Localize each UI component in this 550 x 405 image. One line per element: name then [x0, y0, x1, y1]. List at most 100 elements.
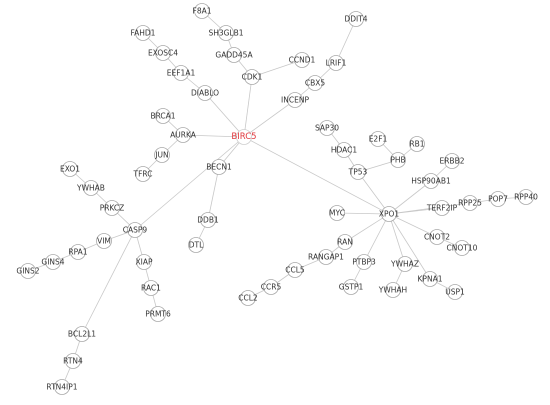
node-label: DDB1 [197, 216, 219, 225]
node-label: BECN1 [206, 163, 232, 172]
node-lrif1[interactable]: LRIF1 [326, 55, 347, 71]
node-circle [434, 200, 450, 216]
node-xpo1[interactable]: XPO1 [379, 206, 400, 222]
node-label: CBX5 [305, 79, 326, 88]
node-ptbp3[interactable]: PTBP3 [352, 254, 376, 270]
node-exo1[interactable]: EXO1 [60, 161, 80, 177]
node-hsp90ab1[interactable]: HSP90AB1 [411, 173, 451, 189]
node-rtn4ip1[interactable]: RTN4IP1 [46, 379, 78, 395]
node-gins2[interactable]: GINS2 [16, 263, 40, 279]
node-circle [70, 244, 86, 260]
node-label: F8A1 [193, 7, 212, 16]
node-cnot10[interactable]: CNOT10 [447, 240, 478, 256]
node-ccr5[interactable]: CCR5 [261, 279, 282, 295]
node-ddb1[interactable]: DDB1 [197, 212, 219, 228]
node-label: EXOSC4 [148, 49, 178, 58]
node-circle [329, 205, 345, 221]
node-gadd45a[interactable]: GADD45A [215, 47, 253, 63]
node-diablo[interactable]: DIABLO [191, 85, 219, 101]
node-label: KPNA1 [418, 275, 443, 284]
node-circle [336, 142, 352, 158]
node-label: DTL [189, 241, 204, 250]
node-cbx5[interactable]: CBX5 [305, 75, 326, 91]
node-rtn4[interactable]: RTN4 [63, 353, 83, 369]
node-circle [263, 279, 279, 295]
node-circle [319, 120, 335, 136]
node-label: RAN [337, 238, 353, 247]
node-phb[interactable]: PHB [390, 152, 406, 168]
node-fahd1[interactable]: FAHD1 [131, 25, 156, 41]
node-ywhah[interactable]: YWHAH [378, 282, 407, 298]
node-becn1[interactable]: BECN1 [206, 159, 232, 175]
node-dtl[interactable]: DTL [188, 237, 205, 253]
node-ccl5[interactable]: CCL5 [285, 262, 305, 278]
node-circle [83, 180, 99, 196]
node-circle [62, 161, 78, 177]
node-terf2ip[interactable]: TERF2IP [426, 200, 458, 216]
edge-hsp90ab1-xpo1 [388, 180, 432, 215]
node-ccnd1[interactable]: CCND1 [289, 52, 316, 68]
node-birc5[interactable]: BIRC5 [231, 129, 257, 145]
node-gstp1[interactable]: GSTP1 [339, 279, 364, 295]
node-usp1[interactable]: USP1 [445, 284, 465, 300]
node-ddit4[interactable]: DDIT4 [344, 11, 368, 27]
node-e2f1[interactable]: E2F1 [369, 131, 388, 147]
node-gins4[interactable]: GINS4 [41, 254, 65, 270]
node-vim[interactable]: VIM [96, 233, 112, 249]
node-eef1a1[interactable]: EEF1A1 [167, 65, 196, 81]
node-rac1[interactable]: RAC1 [141, 280, 161, 296]
node-ywhaz[interactable]: YWHAZ [390, 256, 419, 272]
node-label: VIM [97, 237, 111, 246]
node-exosc4[interactable]: EXOSC4 [148, 45, 178, 61]
node-circle [348, 11, 364, 27]
node-circle [155, 108, 171, 124]
node-hdac1[interactable]: HDAC1 [331, 142, 358, 158]
node-circle [244, 69, 260, 85]
node-label: BRCA1 [150, 112, 175, 121]
node-label: RPP25 [458, 199, 482, 208]
node-ywhab[interactable]: YWHAB [76, 180, 105, 196]
node-rpp40[interactable]: RPP40 [514, 189, 538, 205]
node-brca1[interactable]: BRCA1 [150, 108, 176, 124]
edge-xpo1-kpna1 [388, 213, 431, 280]
node-sap30[interactable]: SAP30 [315, 120, 339, 136]
node-incenp[interactable]: INCENP [281, 92, 309, 108]
node-jun[interactable]: JUN [154, 147, 170, 163]
node-rangap1[interactable]: RANGAP1 [308, 249, 344, 265]
node-tp53[interactable]: TP53 [348, 164, 368, 180]
node-circle [294, 52, 310, 68]
node-bcl2l1[interactable]: BCL2L1 [68, 326, 96, 342]
node-tfrc[interactable]: TFRC [133, 166, 153, 182]
node-cdk1[interactable]: CDK1 [242, 69, 263, 85]
node-prkcz[interactable]: PRKCZ [100, 200, 125, 216]
node-kpna1[interactable]: KPNA1 [418, 271, 443, 287]
node-rpa1[interactable]: RPA1 [68, 244, 88, 260]
node-rb1[interactable]: RB1 [409, 136, 425, 152]
node-f8a1[interactable]: F8A1 [193, 3, 212, 19]
edge-birc5-casp9 [134, 136, 245, 231]
node-prmt6[interactable]: PRMT6 [145, 306, 171, 322]
node-circle [350, 164, 366, 180]
node-pop7[interactable]: POP7 [488, 191, 508, 207]
node-aurka[interactable]: AURKA [170, 127, 197, 143]
node-casp9[interactable]: CASP9 [123, 222, 148, 238]
node-label: RB1 [409, 140, 424, 149]
node-rpp25[interactable]: RPP25 [458, 195, 482, 211]
node-cnot2[interactable]: CNOT2 [424, 229, 450, 245]
edge-casp9-bcl2l1 [81, 229, 136, 335]
node-circle [490, 191, 506, 207]
node-circle [74, 326, 90, 342]
node-ran[interactable]: RAN [337, 234, 353, 250]
node-circle [135, 166, 151, 182]
node-circle [127, 222, 143, 238]
node-sh3glb1[interactable]: SH3GLB1 [208, 25, 244, 41]
node-erbb2[interactable]: ERBB2 [439, 153, 465, 169]
edge-ddit4-lrif1 [335, 18, 357, 64]
node-xiap[interactable]: XIAP [135, 254, 153, 270]
node-ccl2[interactable]: CCL2 [238, 290, 258, 306]
node-myc[interactable]: MYC [329, 205, 345, 221]
node-label: ERBB2 [439, 157, 464, 166]
node-circle [136, 254, 152, 270]
edge-diablo-birc5 [204, 92, 245, 138]
node-label: PTBP3 [352, 258, 376, 267]
